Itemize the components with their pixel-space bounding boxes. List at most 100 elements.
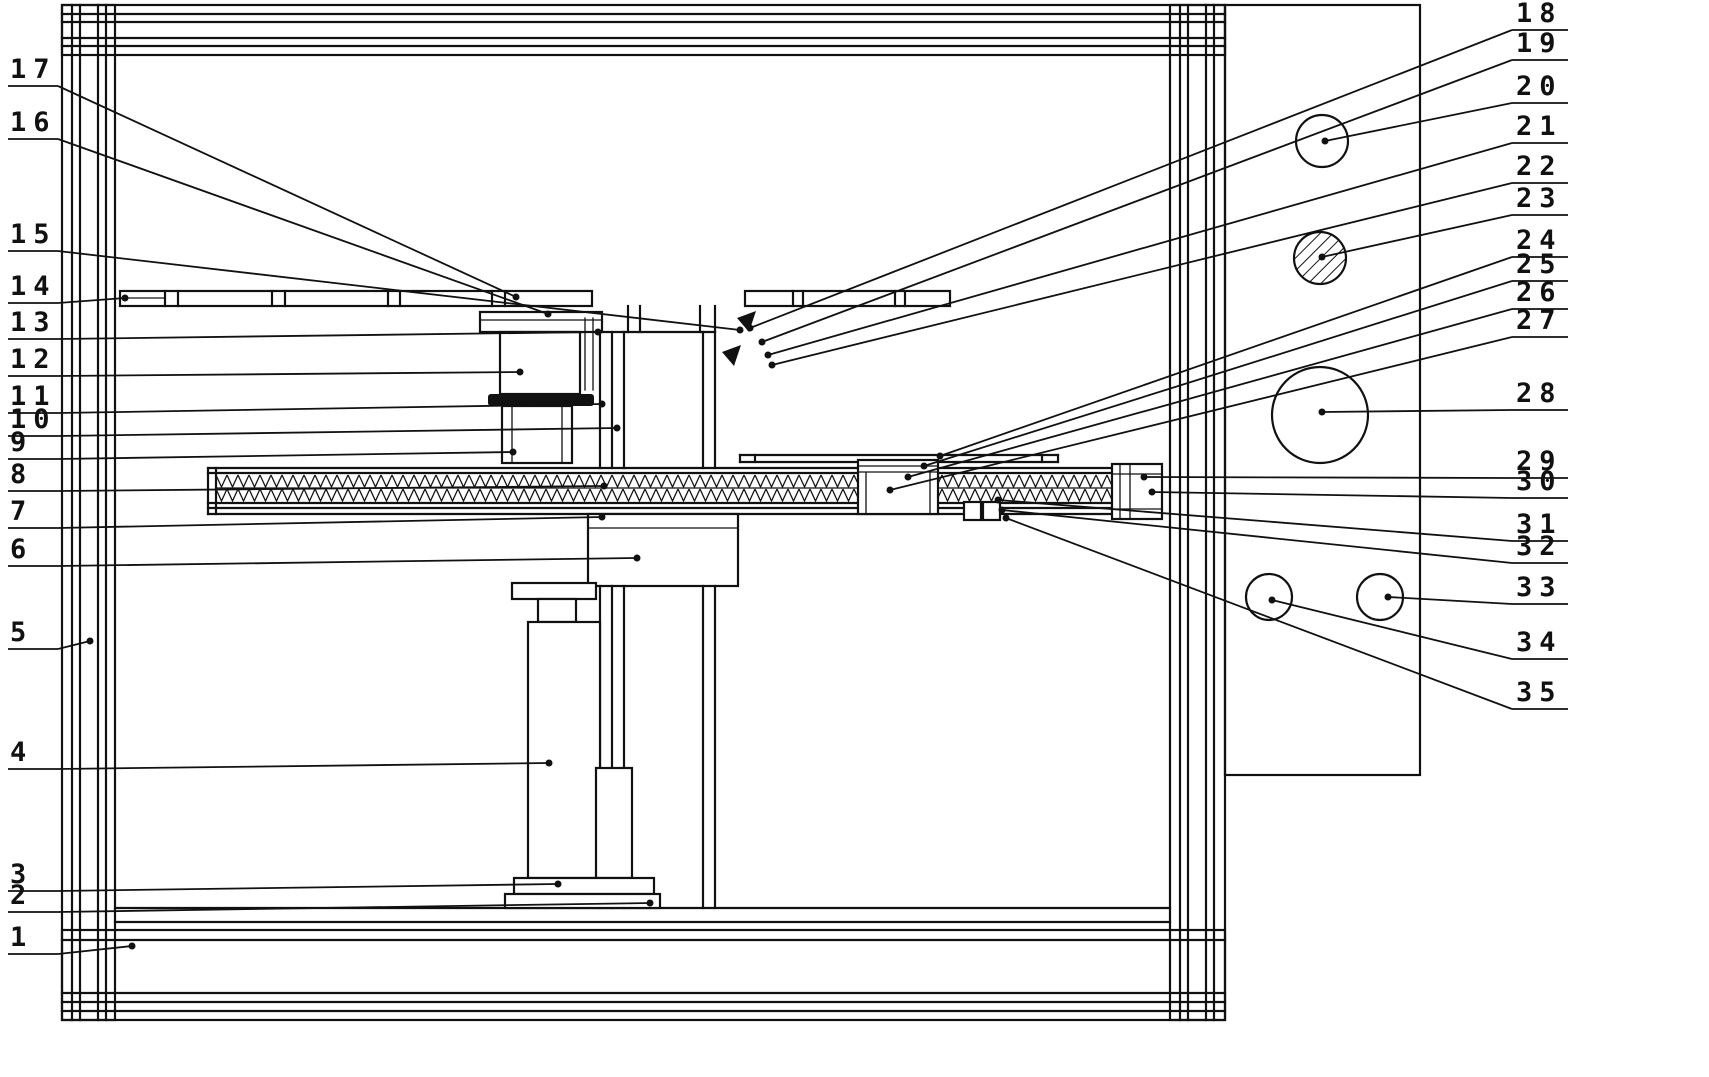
callout-label-11: 11 — [10, 381, 57, 412]
callout-endpoint-34 — [1268, 596, 1276, 604]
callout-22: 22 — [768, 151, 1568, 369]
callout-label-6: 6 — [10, 534, 33, 565]
callout-leader-13 — [57, 331, 599, 340]
callout-label-2: 2 — [10, 880, 33, 911]
callout-endpoint-35 — [1002, 514, 1010, 522]
callout-endpoint-28 — [1318, 408, 1326, 416]
callout-leader-11 — [57, 403, 603, 414]
callout-endpoint-3 — [554, 880, 562, 888]
callout-label-27: 27 — [1516, 305, 1563, 336]
callout-leader-6 — [57, 557, 638, 567]
callout-leader-27 — [889, 336, 1513, 491]
callout-endpoint-2 — [646, 899, 654, 907]
callout-layer: 1716151413121110987654321181920212223242… — [8, 0, 1568, 955]
callout-33: 33 — [1384, 572, 1568, 605]
callout-endpoint-20 — [1321, 137, 1329, 145]
callout-28: 28 — [1318, 378, 1568, 416]
callout-leader-22 — [771, 182, 1513, 366]
callout-leader-33 — [1387, 596, 1513, 605]
section-arrows — [722, 311, 756, 366]
callout-endpoint-13 — [594, 328, 602, 336]
section-arrow-lower — [722, 345, 741, 366]
callout-label-5: 5 — [10, 617, 33, 648]
callout-endpoint-14 — [121, 294, 129, 302]
callout-26: 26 — [904, 277, 1568, 481]
callout-3: 3 — [8, 859, 562, 892]
jack-rod — [536, 597, 578, 624]
callout-19: 19 — [758, 28, 1568, 346]
callout-20: 20 — [1321, 71, 1568, 145]
callout-15: 15 — [8, 219, 744, 334]
callout-label-12: 12 — [10, 344, 57, 375]
callout-endpoint-1 — [128, 942, 136, 950]
callout-leader-10 — [57, 427, 618, 437]
callout-leader-25 — [923, 280, 1513, 467]
callout-10: 10 — [8, 404, 621, 437]
jack-base-upper — [512, 876, 656, 896]
callout-endpoint-24 — [936, 452, 944, 460]
callout-leader-24 — [939, 256, 1513, 457]
callout-29: 29 — [1140, 446, 1568, 481]
callout-label-23: 23 — [1516, 183, 1563, 214]
callout-endpoint-9 — [509, 448, 517, 456]
callout-leader-19 — [761, 59, 1513, 343]
callout-leader-29 — [1143, 476, 1513, 479]
callout-24: 24 — [936, 225, 1568, 460]
callout-leader-30 — [1151, 491, 1513, 499]
callout-endpoint-30 — [1148, 488, 1156, 496]
callout-label-7: 7 — [10, 496, 33, 527]
callout-leader-31 — [997, 499, 1513, 542]
callout-endpoint-19 — [758, 338, 766, 346]
callout-leader-12 — [57, 371, 521, 377]
callout-leader-18 — [749, 29, 1513, 329]
callout-label-10: 10 — [10, 404, 57, 435]
callout-endpoint-22 — [768, 361, 776, 369]
callout-label-8: 8 — [10, 459, 33, 490]
callout-endpoint-31 — [994, 496, 1002, 504]
callout-leader-26 — [907, 308, 1513, 478]
panel-hole-bottom-left — [1244, 572, 1294, 622]
callout-label-33: 33 — [1516, 572, 1563, 603]
nut-stop-block-1 — [962, 500, 983, 522]
center-column-upper — [598, 304, 717, 470]
callout-endpoint-21 — [764, 351, 772, 359]
callout-4: 4 — [8, 737, 553, 770]
callout-2: 2 — [8, 880, 654, 913]
callout-endpoint-8 — [600, 482, 608, 490]
callout-leader-15 — [57, 250, 741, 331]
callout-14: 14 — [8, 271, 129, 304]
callout-leader-28 — [1321, 409, 1513, 413]
callout-label-26: 26 — [1516, 277, 1563, 308]
nut-stop-block-2 — [981, 500, 1002, 522]
callout-endpoint-10 — [613, 424, 621, 432]
callout-leader-17 — [57, 85, 517, 298]
callout-label-14: 14 — [10, 271, 57, 302]
callout-leader-7 — [57, 516, 603, 529]
lift-jack — [503, 581, 662, 910]
callout-endpoint-23 — [1318, 253, 1326, 261]
callout-endpoint-29 — [1140, 473, 1148, 481]
callout-34: 34 — [1268, 596, 1568, 660]
callout-label-4: 4 — [10, 737, 33, 768]
jack-body — [526, 620, 602, 880]
callout-label-30: 30 — [1516, 466, 1563, 497]
callout-17: 17 — [8, 54, 520, 301]
callout-endpoint-17 — [512, 293, 520, 301]
callout-leader-8 — [57, 485, 605, 492]
callout-label-20: 20 — [1516, 71, 1563, 102]
callout-endpoint-15 — [736, 326, 744, 334]
callout-30: 30 — [1148, 466, 1568, 499]
section-arrow-upper — [737, 311, 756, 332]
coupling — [488, 394, 594, 406]
callout-endpoint-27 — [886, 486, 894, 494]
callout-label-28: 28 — [1516, 378, 1563, 409]
callout-endpoint-26 — [904, 473, 912, 481]
callout-23: 23 — [1318, 183, 1568, 261]
callout-leader-1 — [57, 945, 133, 955]
callout-6: 6 — [8, 534, 641, 567]
callout-leader-9 — [57, 451, 514, 460]
jack-base-lower — [503, 892, 662, 910]
